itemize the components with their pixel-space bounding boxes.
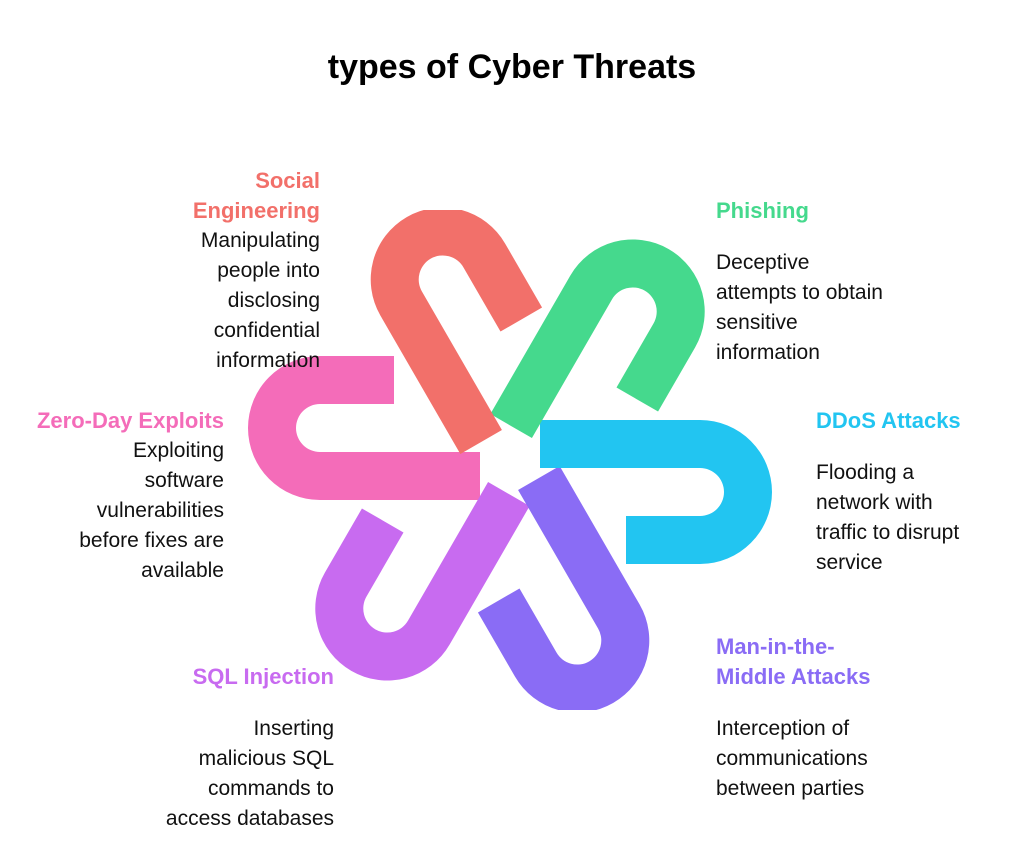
zero-day-desc-3: vulnerabilities [96,499,224,522]
mitm-block: Man-in-the- Middle Attacks Interception … [716,632,976,804]
phishing-desc-3: sensitive [716,311,798,334]
social-engineering-desc-4: confidential [213,319,320,342]
social-engineering-desc-1: Manipulating [200,229,320,252]
zero-day-desc-2: software [144,469,224,492]
zero-day-desc-4: before fixes are [79,529,224,552]
phishing-heading: Phishing [716,198,809,223]
mitm-desc-1: Interception of [716,717,850,740]
ddos-desc-1: Flooding a [816,461,915,484]
phishing-desc-1: Deceptive [716,251,810,274]
social-engineering-desc-2: people into [217,259,320,282]
social-engineering-block: Social Engineering Manipulating people i… [150,166,320,376]
sql-injection-desc-2: malicious SQL [198,747,334,770]
phishing-desc-2: attempts to obtain [716,281,883,304]
sql-injection-block: SQL Injection Inserting malicious SQL co… [120,662,334,834]
zero-day-desc-5: available [141,559,224,582]
zero-day-heading: Zero-Day Exploits [36,408,224,433]
phishing-desc-4: information [716,341,820,364]
sql-injection-desc-4: access databases [165,807,334,830]
ddos-block: DDoS Attacks Flooding a network with tra… [816,406,1016,578]
social-engineering-desc-3: disclosing [227,289,320,312]
page-title: types of Cyber Threats [327,48,697,86]
zero-day-desc-1: Exploiting [132,439,224,462]
ddos-desc-3: traffic to disrupt [816,521,960,544]
mitm-desc-3: between parties [716,777,865,800]
zero-day-block: Zero-Day Exploits Exploiting software vu… [10,406,224,586]
mitm-heading-line1: Man-in-the- [716,634,835,659]
sql-injection-desc-3: commands to [207,777,334,800]
sql-injection-heading: SQL Injection [192,664,334,689]
ddos-desc-2: network with [816,491,933,514]
social-engineering-heading-line1: Social [255,168,320,193]
mitm-desc-2: communications [716,747,868,770]
social-engineering-heading-line2: Engineering [192,198,320,223]
ddos-desc-4: service [816,551,883,574]
sql-injection-desc-1: Inserting [253,717,334,740]
ddos-heading: DDoS Attacks [816,408,961,433]
mitm-heading-line2: Middle Attacks [716,664,871,689]
phishing-block: Phishing Deceptive attempts to obtain se… [716,196,956,368]
social-engineering-desc-5: information [216,349,320,372]
